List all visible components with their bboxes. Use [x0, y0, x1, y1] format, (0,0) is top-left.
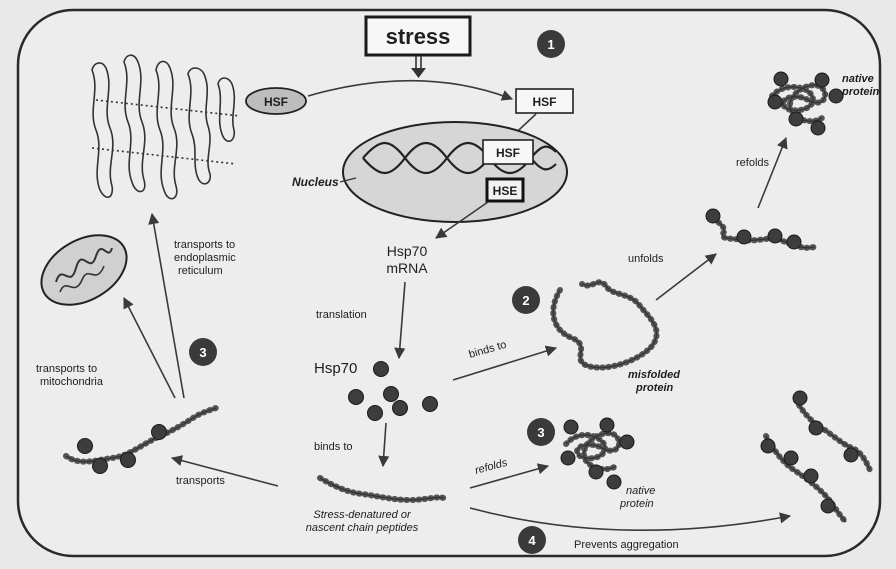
stress-label: stress — [386, 24, 451, 49]
hsf-active-label: HSF — [533, 95, 557, 109]
cell-membrane — [18, 10, 880, 556]
hsp70-label: Hsp70 — [314, 360, 357, 377]
hsf-active-box: HSF — [516, 89, 573, 113]
step-4-marker: 4 — [518, 526, 546, 554]
step-3-left-marker: 3 — [189, 338, 217, 366]
mito-label-line1: transports to — [36, 363, 97, 375]
hsf-nucleus-label: HSF — [496, 146, 520, 160]
substrate-label-line2: nascent chain peptides — [306, 522, 419, 534]
refolds-label: refolds — [736, 157, 770, 169]
hsf-nucleus-box: HSF — [483, 140, 533, 164]
misfolded-label-line2: protein — [635, 382, 674, 394]
er-label-line3: reticulum — [178, 265, 223, 277]
hse-box: HSE — [487, 179, 523, 201]
native-mid-label-line1: native — [626, 485, 655, 497]
mrna-label-line1: Hsp70 — [387, 243, 428, 259]
native-top-label-line2: protein — [841, 86, 880, 98]
svg-text:1: 1 — [547, 37, 554, 52]
translation-label: translation — [316, 309, 367, 321]
svg-text:3: 3 — [537, 425, 544, 440]
nucleus-label: Nucleus — [292, 175, 339, 189]
svg-text:2: 2 — [522, 293, 529, 308]
misfolded-label-line1: misfolded — [628, 369, 680, 381]
binds-to-lower-label: binds to — [314, 441, 353, 453]
unfolds-label: unfolds — [628, 253, 664, 265]
native-top-label-line1: native — [842, 73, 874, 85]
hsf-inactive: HSF — [246, 88, 306, 114]
hse-label: HSE — [493, 184, 518, 198]
transports-label: transports — [176, 475, 225, 487]
mito-label-line2: mitochondria — [40, 376, 104, 388]
stress-box: stress — [366, 17, 470, 55]
substrate-label-line1: Stress-denatured or — [313, 509, 412, 521]
svg-text:3: 3 — [199, 345, 206, 360]
nucleus — [343, 122, 567, 222]
hsf-cytoplasm-label: HSF — [264, 95, 288, 109]
native-mid-label-line2: protein — [619, 498, 654, 510]
er-label-line1: transports to — [174, 239, 235, 251]
step-2-marker: 2 — [512, 286, 540, 314]
er-label-line2: endoplasmic — [174, 252, 236, 264]
step-1-marker: 1 — [537, 30, 565, 58]
step-3-middle-marker: 3 — [527, 418, 555, 446]
mrna-label-line2: mRNA — [386, 260, 428, 276]
svg-text:4: 4 — [528, 533, 536, 548]
prevents-aggregation-label: Prevents aggregation — [574, 539, 679, 551]
